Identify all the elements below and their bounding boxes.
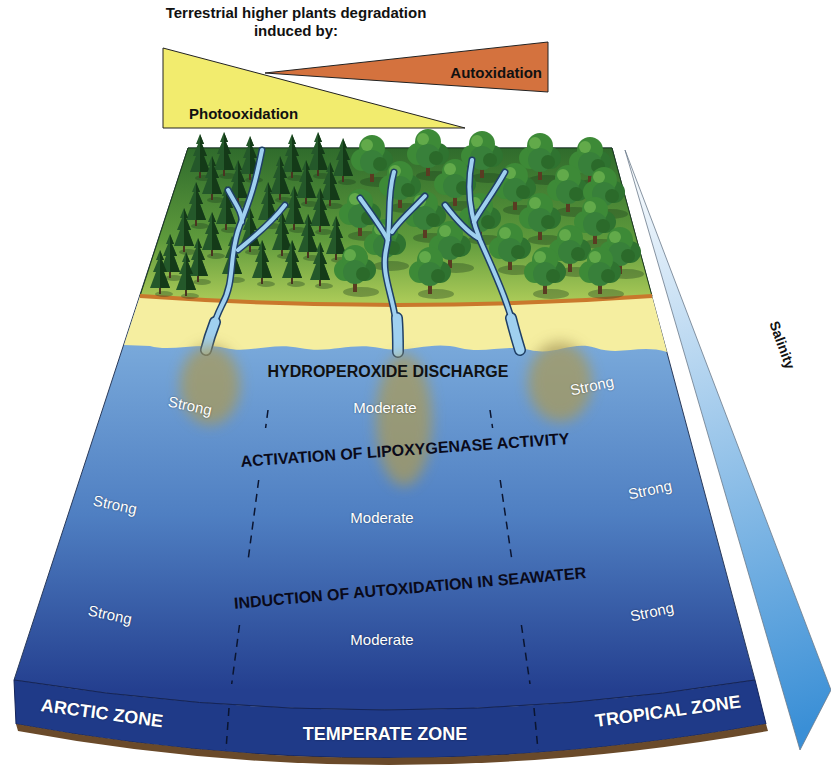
river bbox=[511, 318, 520, 350]
pine-tree bbox=[282, 134, 305, 181]
pine-tree bbox=[202, 156, 225, 203]
gradient-label: Salinity bbox=[766, 319, 799, 372]
river bbox=[511, 318, 520, 350]
pine-tree bbox=[150, 132, 356, 299]
gradient-wedge: Autoxidation bbox=[265, 42, 548, 92]
wedge-label: Autoxidation bbox=[450, 64, 542, 82]
pine-tree bbox=[296, 160, 319, 207]
intensity-label: Moderate bbox=[350, 509, 413, 527]
river-plume bbox=[180, 342, 592, 486]
pine-tree bbox=[214, 132, 237, 179]
intensity-label: Moderate bbox=[353, 399, 416, 417]
seabed-rim bbox=[16, 724, 768, 765]
river bbox=[360, 198, 388, 240]
river bbox=[392, 196, 425, 232]
process-heading: HYDROPEROXIDE DISCHARGE bbox=[268, 362, 509, 381]
river bbox=[228, 190, 242, 222]
pine-tree bbox=[284, 186, 307, 233]
zone-divider bbox=[490, 410, 493, 428]
pine-tree bbox=[282, 240, 305, 287]
zone-divider bbox=[521, 625, 530, 684]
zone-divider bbox=[266, 410, 268, 428]
intensity-label: Moderate bbox=[350, 631, 413, 649]
zone-divider bbox=[500, 480, 512, 560]
zone-label: TEMPERATE ZONE bbox=[303, 724, 468, 746]
river bbox=[228, 190, 242, 222]
pine-tree bbox=[150, 250, 173, 297]
river bbox=[397, 318, 398, 352]
pine-tree bbox=[176, 252, 199, 299]
wedge-label: Photooxidation bbox=[189, 105, 298, 123]
pine-tree bbox=[202, 212, 225, 259]
river bbox=[206, 318, 520, 352]
deciduous-tree bbox=[524, 247, 569, 299]
river bbox=[474, 172, 505, 222]
pine-tree bbox=[252, 240, 275, 287]
deciduous-tree bbox=[409, 247, 454, 299]
zone-divider bbox=[248, 480, 259, 560]
pine-tree bbox=[174, 208, 197, 255]
zone-divider bbox=[226, 708, 229, 750]
deciduous-tree bbox=[334, 129, 644, 299]
river bbox=[360, 198, 388, 240]
river bbox=[206, 318, 520, 352]
deciduous-tree bbox=[579, 247, 624, 299]
zone-divider bbox=[232, 625, 240, 684]
pine-tree bbox=[270, 156, 293, 203]
river bbox=[474, 172, 505, 222]
ocean-region bbox=[14, 148, 755, 710]
river bbox=[206, 150, 520, 352]
river bbox=[206, 150, 520, 350]
river bbox=[238, 205, 285, 250]
diagram-title: Terrestrial higher plants degradation in… bbox=[141, 4, 451, 40]
pine-tree bbox=[310, 188, 333, 235]
pine-tree bbox=[186, 182, 209, 229]
wedge-shape bbox=[265, 42, 548, 92]
zone-divider bbox=[534, 708, 538, 750]
river bbox=[445, 205, 478, 238]
deciduous-tree bbox=[334, 245, 379, 297]
river bbox=[397, 318, 398, 352]
river bbox=[392, 196, 425, 232]
pine-tree bbox=[310, 242, 333, 289]
river bbox=[206, 150, 520, 350]
